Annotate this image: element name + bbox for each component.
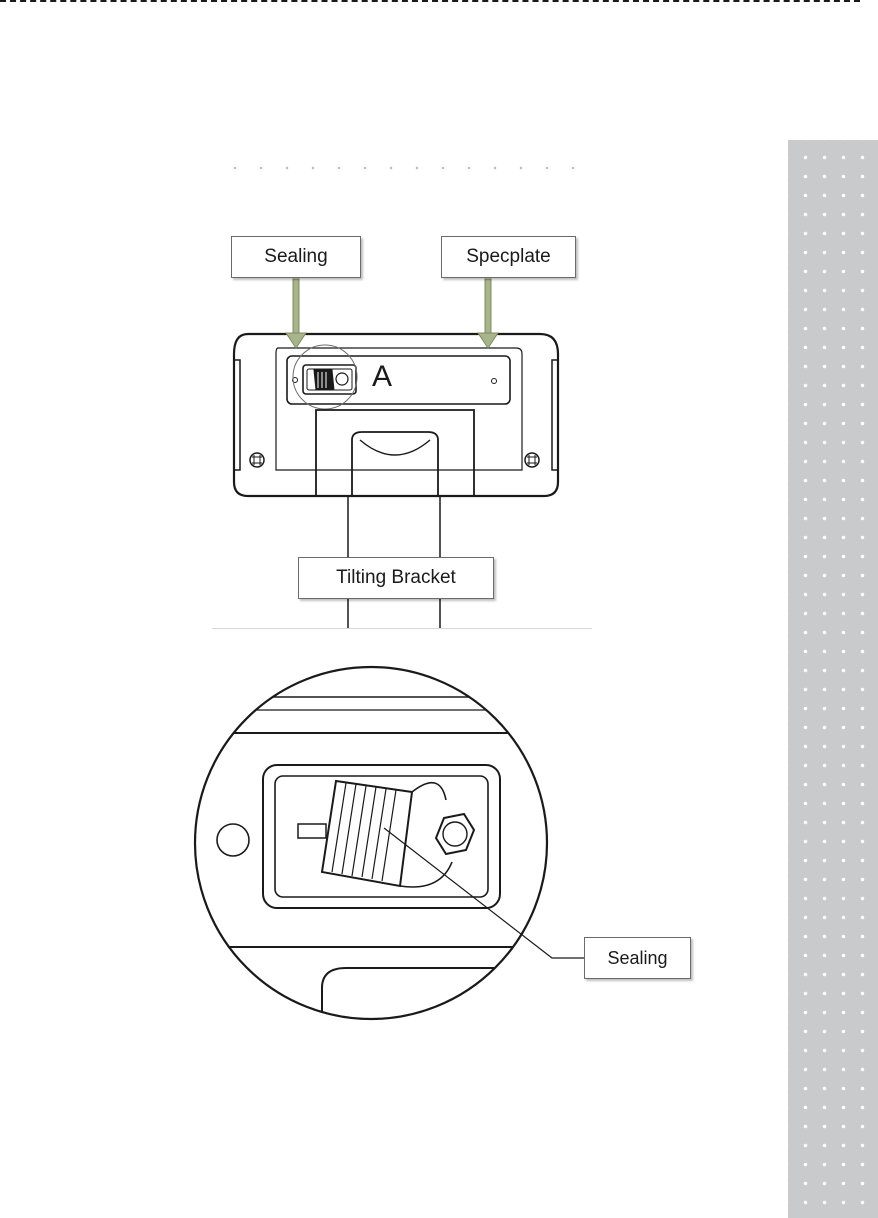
bracket-neck	[352, 432, 438, 496]
screw-icon	[525, 453, 539, 467]
specplate-label: Specplate	[466, 246, 551, 268]
screw-icon	[250, 453, 264, 467]
sealing-leader-line	[384, 828, 584, 958]
tilting-bracket-callout: Tilting Bracket	[298, 557, 494, 599]
specplate-callout: Specplate	[441, 236, 576, 278]
bracket-outer	[316, 410, 474, 496]
sealing-callout: Sealing	[231, 236, 361, 278]
separator-line	[212, 628, 592, 629]
sealing-label: Sealing	[264, 246, 327, 268]
seal-icon	[336, 373, 348, 385]
sealing-detail-callout: Sealing	[584, 937, 691, 979]
tilting-bracket-label: Tilting Bracket	[336, 567, 456, 589]
plate-letter: A	[372, 362, 392, 392]
detail-nut	[436, 814, 474, 854]
detail-seal-body	[322, 781, 412, 886]
plate-hole-right	[492, 379, 497, 384]
seal-detail-view	[190, 697, 560, 1030]
detail-hole	[217, 824, 249, 856]
inner-panel	[276, 348, 522, 470]
detail-bracket	[322, 968, 560, 1030]
down-arrow-icon	[478, 279, 498, 348]
sealing-detail-label: Sealing	[607, 948, 667, 969]
down-arrow-icon	[286, 279, 306, 348]
